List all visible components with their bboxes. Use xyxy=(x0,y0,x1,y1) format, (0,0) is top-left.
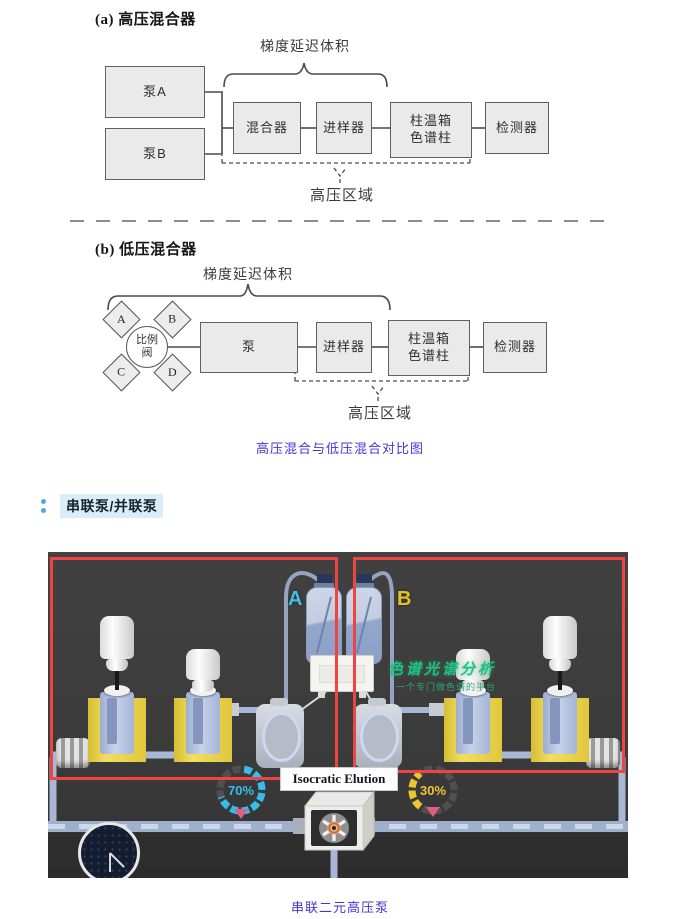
plunger-pump-1 xyxy=(88,552,146,764)
pump-motor-knob xyxy=(106,659,128,671)
dashed-zone-b xyxy=(294,373,469,401)
pump-motor-knob xyxy=(549,659,571,671)
mixing-valve-cube xyxy=(298,790,378,857)
box-detector-a-label: 检测器 xyxy=(495,119,538,135)
dial-right-value: 30% xyxy=(419,782,447,798)
gradient-delay-label-b: 梯度延迟体积 xyxy=(203,266,293,282)
pump-cylinder xyxy=(100,692,134,754)
high-pressure-zone-label-b: 高压区域 xyxy=(347,405,412,422)
plunger-pump-3 xyxy=(444,552,502,764)
box-column-b-line1: 柱温箱 xyxy=(407,331,450,347)
clock-gauge xyxy=(78,822,140,878)
box-column-b: 柱温箱 色谱柱 xyxy=(388,320,470,376)
box-column-b-line2: 色谱柱 xyxy=(407,348,450,363)
pump-cylinder xyxy=(186,692,220,754)
comparison-caption: 高压混合与低压混合对比图 xyxy=(255,441,424,456)
box-injector-a-label: 进样器 xyxy=(322,119,365,135)
valve-port-a-label: A xyxy=(117,311,126,326)
clock-needle xyxy=(109,853,111,872)
box-pump-a-label: 泵A xyxy=(143,83,167,99)
bottle-collar xyxy=(314,583,334,588)
section-heading: 串联泵/并联泵 xyxy=(60,494,164,518)
dial-left-pointer xyxy=(234,809,248,819)
bottle-cap xyxy=(317,574,332,584)
pump-cylinder xyxy=(456,692,490,754)
box-injector-b-label: 进样器 xyxy=(322,339,365,355)
pump-motor xyxy=(543,616,577,659)
pulse-damper-left xyxy=(56,738,90,768)
bottle-a-label: A xyxy=(288,588,304,610)
valve-label-line2: 阀 xyxy=(141,347,153,359)
proportioning-valve: 比例 阀 xyxy=(126,326,168,368)
pump-motor-knob xyxy=(462,680,484,692)
dashed-zone-a xyxy=(221,155,471,183)
valve-port-d-label: D xyxy=(168,364,177,379)
pump-plunger-rod xyxy=(558,670,562,690)
pump-seal-cap xyxy=(104,685,130,696)
pump-motor xyxy=(186,649,220,680)
valve-port-c-label: C xyxy=(117,364,126,379)
plunger-pump-4 xyxy=(531,552,589,764)
valve-port-b-label: B xyxy=(168,311,177,326)
watermark-subtitle: 一个专门做色谱的平台 xyxy=(396,682,497,692)
red-frame-right xyxy=(353,557,625,773)
bottle-b-tube xyxy=(368,571,394,704)
bottle-body xyxy=(346,587,382,664)
serial-pump-illustration: A B 色谱光谱分析 一个专门做色谱的平台 70% xyxy=(48,552,628,878)
box-mixer: 混合器 xyxy=(233,102,301,154)
box-column-a: 柱温箱 色谱柱 xyxy=(390,102,472,158)
diagram-b-title: (b) 低压混合器 xyxy=(95,242,197,258)
valve-label-line1: 比例 xyxy=(136,334,158,347)
brace-gradient-delay-a xyxy=(223,62,388,88)
section-divider xyxy=(70,220,610,222)
isocratic-elution-banner: Isocratic Elution xyxy=(280,767,398,791)
gradient-delay-label-a: 梯度延迟体积 xyxy=(260,38,350,54)
bottle-b-label: B xyxy=(397,588,413,610)
box-column-a-line2: 色谱柱 xyxy=(409,130,452,145)
pump-motor xyxy=(100,616,134,659)
clock-needle xyxy=(109,852,125,868)
pump-plunger-rod xyxy=(115,670,119,690)
box-detector-b: 检测器 xyxy=(483,322,547,373)
box-detector-b-label: 检测器 xyxy=(493,339,536,355)
degasser-leg xyxy=(359,691,366,698)
illustration-caption: 串联二元高压泵 xyxy=(290,900,389,915)
box-mixer-label: 混合器 xyxy=(245,119,288,135)
bottle-a-tube xyxy=(284,571,320,738)
tube-nub-right xyxy=(429,703,444,716)
heading-bullet-dots xyxy=(41,499,46,513)
pump-seal-cap xyxy=(547,685,573,696)
box-detector-a: 检测器 xyxy=(485,102,549,154)
banner-text: Isocratic Elution xyxy=(292,771,386,786)
high-pressure-zone-label-a: 高压区域 xyxy=(309,187,374,204)
bottle-collar xyxy=(354,583,374,588)
box-pump-label: 泵 xyxy=(241,339,256,355)
box-injector-a: 进样器 xyxy=(316,102,372,154)
pump-motor xyxy=(456,649,490,680)
brace-gradient-delay-b xyxy=(107,283,391,311)
check-valve-pump-left xyxy=(256,698,304,768)
pump-motor-knob xyxy=(192,680,214,692)
red-frame-left xyxy=(50,557,338,780)
valve-inlet-nub xyxy=(293,818,305,834)
valve-cube-graphic xyxy=(303,790,376,852)
watermark-title: 色谱光谱分析 xyxy=(388,661,497,678)
pulse-damper-right xyxy=(586,738,620,768)
solvent-bottle-b xyxy=(346,574,382,664)
box-pump-b-label: 泵B xyxy=(143,145,167,161)
diagram-a-title: (a) 高压混合器 xyxy=(95,12,196,28)
plunger-pump-2 xyxy=(174,552,232,764)
dial-right-pointer xyxy=(426,807,440,817)
pump-cylinder xyxy=(543,692,577,754)
bottle-cap xyxy=(357,574,372,584)
degasser-leg xyxy=(318,691,325,698)
box-pump-a: 泵A xyxy=(105,66,205,118)
check-valve-pump-right xyxy=(354,698,402,768)
box-column-a-line1: 柱温箱 xyxy=(409,113,452,129)
box-pump-b: 泵B xyxy=(105,128,205,180)
dial-left-value: 70% xyxy=(227,782,255,798)
box-injector-b: 进样器 xyxy=(316,322,372,373)
schematic-linework xyxy=(107,62,485,401)
box-pump: 泵 xyxy=(200,322,298,373)
